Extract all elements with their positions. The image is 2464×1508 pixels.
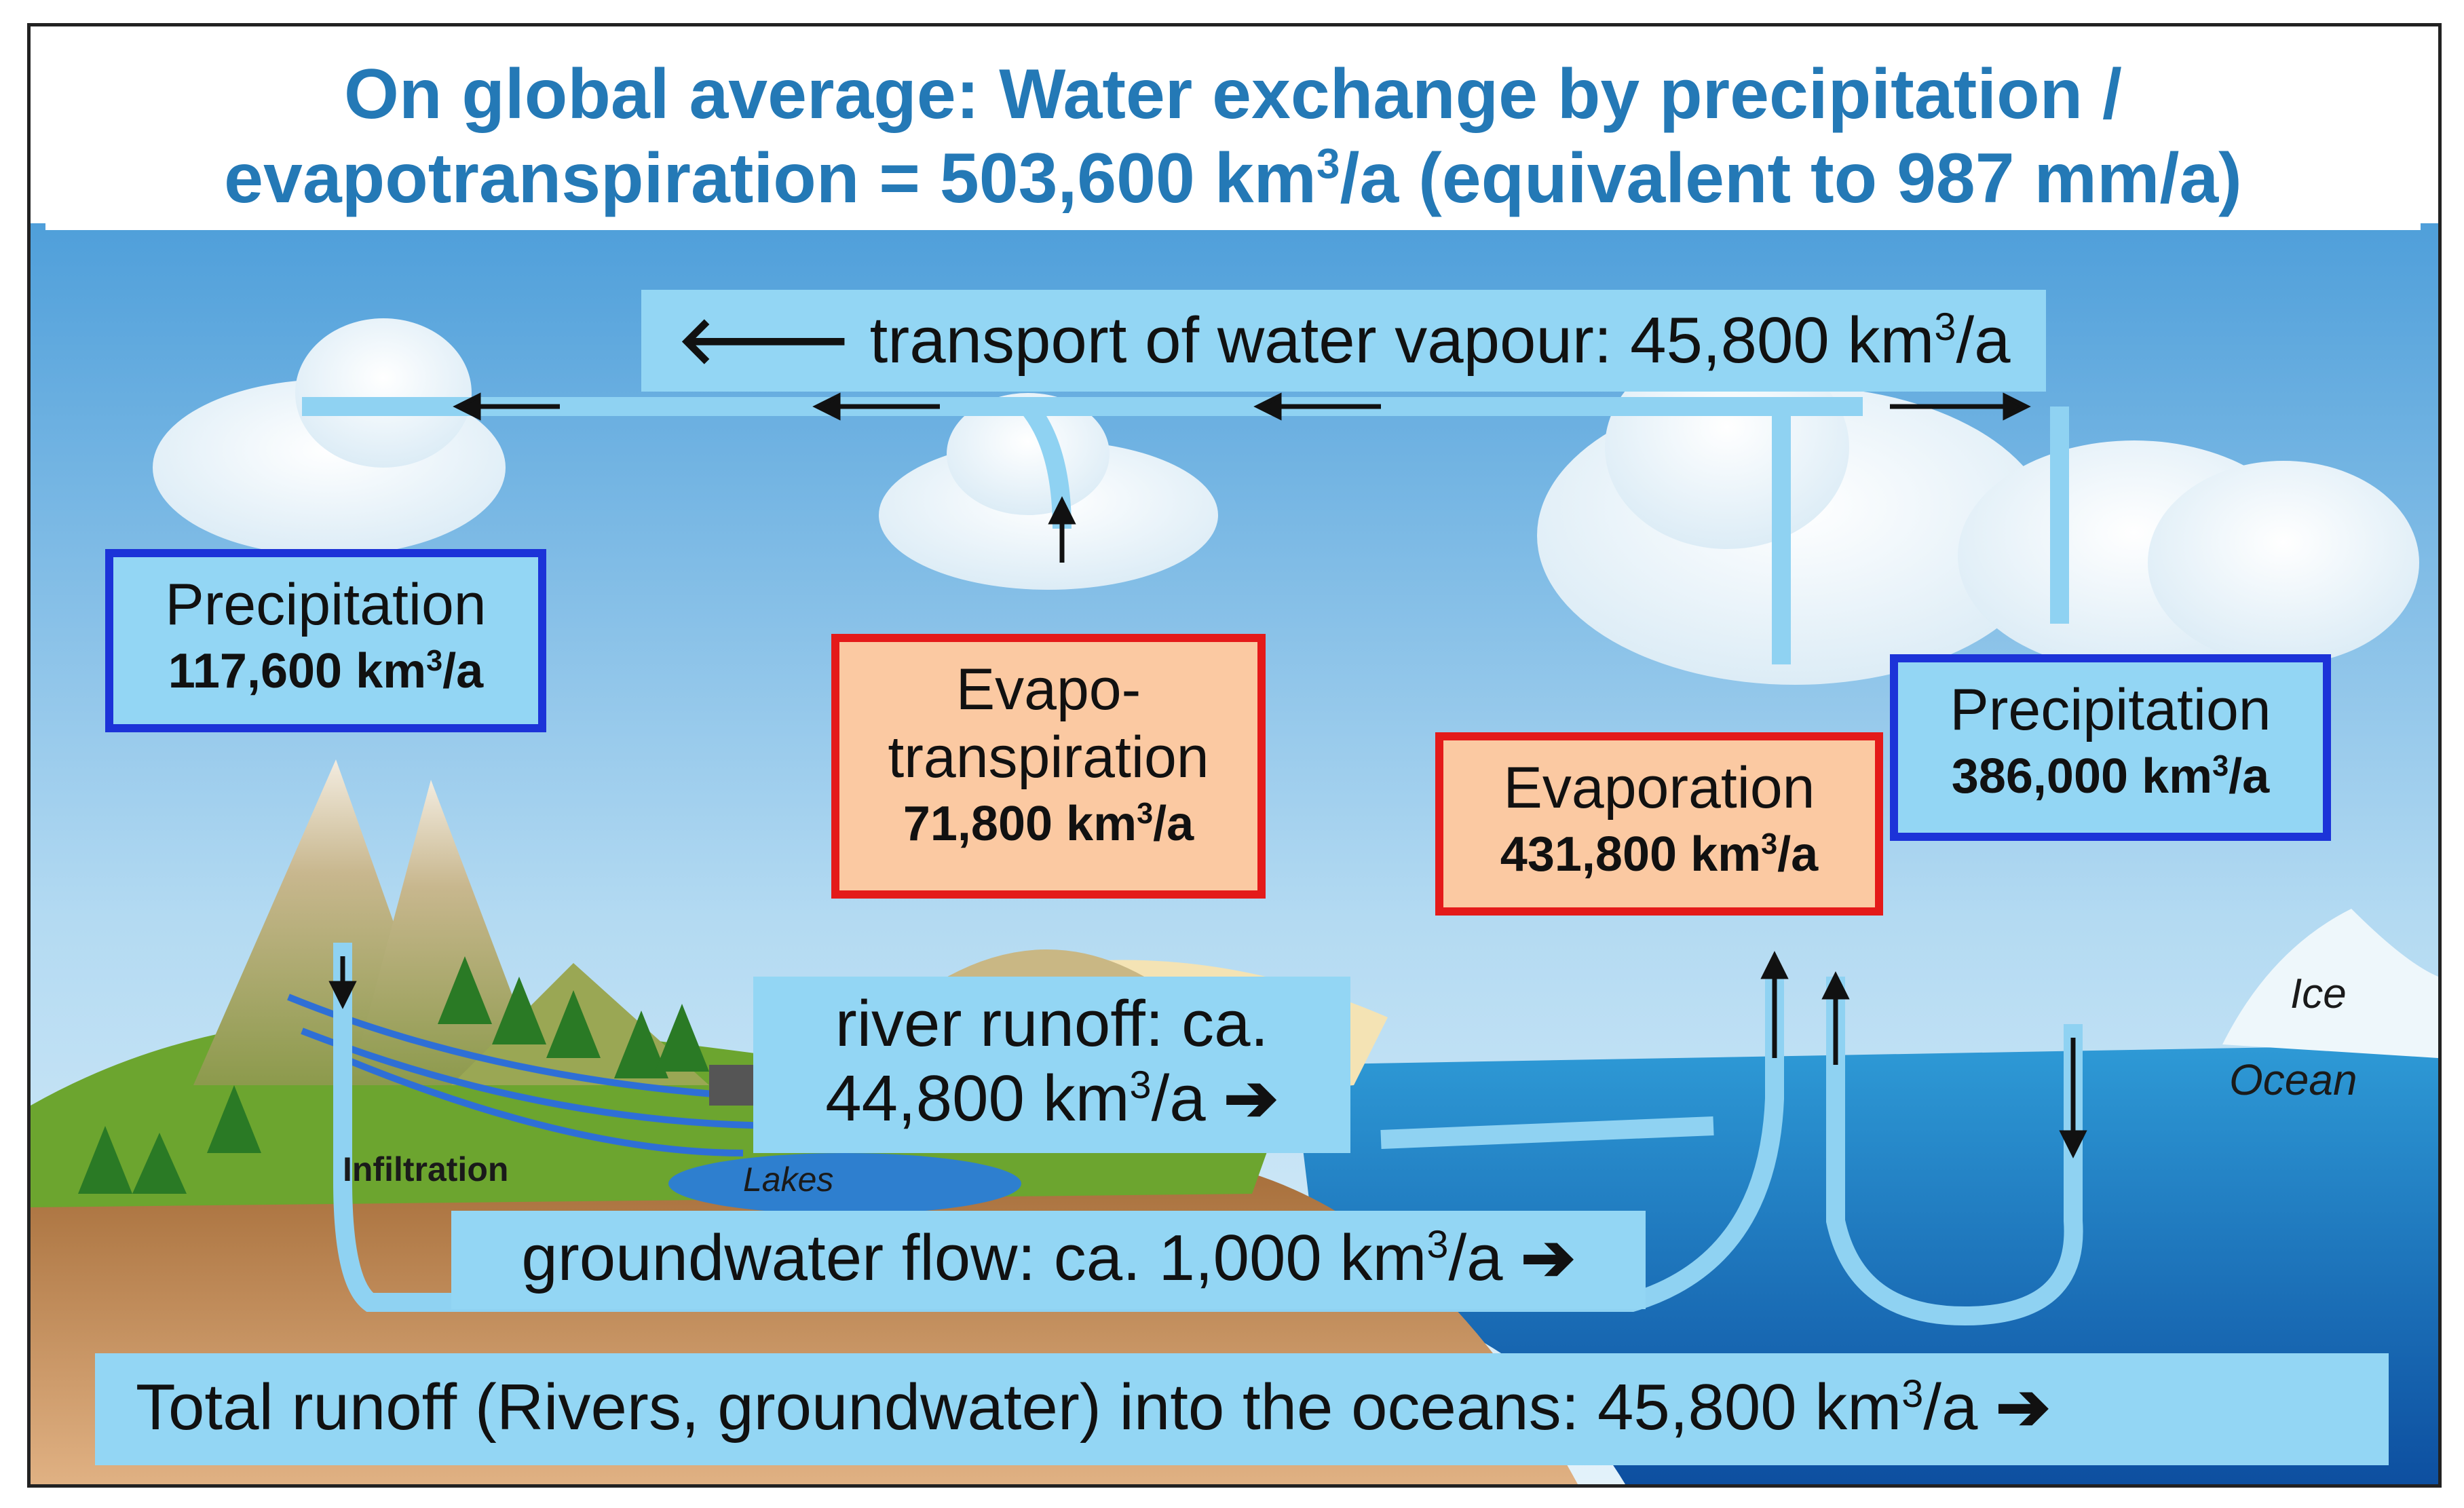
evapotranspiration-box: Evapo- transpiration 71,800 km3/a xyxy=(831,634,1266,899)
precipitation-land-box: Precipitation 117,600 km3/a xyxy=(105,549,546,732)
diagram-title: On global average: Water exchange by pre… xyxy=(45,26,2421,230)
title-line-1: On global average: Water exchange by pre… xyxy=(344,55,2122,134)
lakes-tag: Lakes xyxy=(743,1161,834,1199)
groundwater-flow-label: groundwater flow: ca. 1,000 km3/a ➔ xyxy=(451,1211,1646,1309)
right-arrow-icon: ➔ xyxy=(1996,1371,2051,1444)
diagram-frame: On global average: Water exchange by pre… xyxy=(27,23,2442,1488)
flow-pipes xyxy=(302,397,2083,1326)
evapotranspiration-value: 71,800 km3/a xyxy=(903,797,1194,851)
precipitation-land-name: Precipitation xyxy=(165,572,487,637)
mountain-mid xyxy=(349,780,546,1085)
total-runoff-label: Total runoff (Rivers, groundwater) into … xyxy=(95,1353,2389,1465)
infiltration-tag: Infiltration xyxy=(343,1150,509,1188)
precipitation-ocean-value: 386,000 km3/a xyxy=(1951,749,2270,804)
lake xyxy=(668,1153,1021,1214)
flow-arrows xyxy=(328,392,2087,1158)
river-runoff-label: river runoff: ca. 44,800 km3/a ➔ xyxy=(753,977,1350,1153)
vapour-transport-label: 🡐 transport of water vapour: 45,800 km3/… xyxy=(641,290,2046,392)
ice-shelf xyxy=(2222,909,2438,1058)
precipitation-land-value: 117,600 km3/a xyxy=(168,644,484,698)
clouds xyxy=(153,318,2419,685)
ice-tag: Ice xyxy=(2290,970,2347,1017)
right-arrow-icon: ➔ xyxy=(1224,1062,1278,1135)
ocean-tag: Ocean xyxy=(2229,1055,2357,1104)
precipitation-ocean-box: Precipitation 386,000 km3/a xyxy=(1890,654,2331,841)
evaporation-box: Evaporation 431,800 km3/a xyxy=(1435,732,1883,916)
trees xyxy=(78,956,709,1194)
evaporation-value: 431,800 km3/a xyxy=(1500,827,1819,882)
title-line-2: evapotranspiration = 503,600 km3/a (equi… xyxy=(224,139,2242,218)
left-arrow-icon: 🡐 xyxy=(677,304,852,377)
right-arrow-icon: ➔ xyxy=(1521,1222,1576,1294)
